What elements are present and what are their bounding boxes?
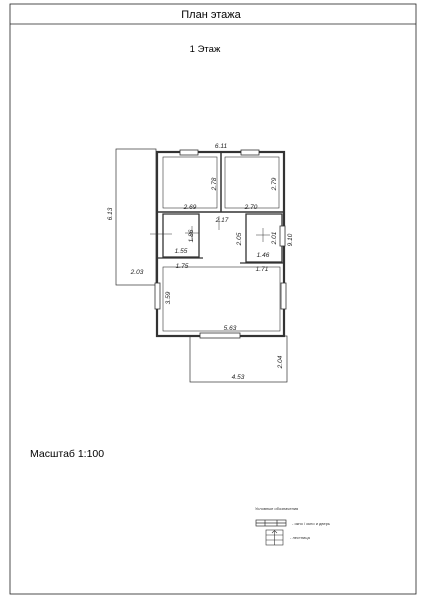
dim-left-height: 6.13 <box>107 207 114 220</box>
floor-label: 1 Этаж <box>190 44 221 55</box>
dim-room-tr-width: 2.70 <box>244 204 258 211</box>
legend-item-window: - окно / окно и дверь <box>292 521 330 526</box>
sheet-title: План этажа <box>181 9 241 21</box>
sheet-border <box>9 3 417 595</box>
dim-hall-right-width: 1.71 <box>256 266 269 273</box>
living-inner <box>162 266 281 332</box>
dim-terrace-width: 4.53 <box>232 374 245 381</box>
dim-living-width: 5.63 <box>224 325 237 332</box>
dimension-labels: 6.11 6.13 2.78 2.79 2.69 2.70 2.17 1.86 … <box>107 143 294 381</box>
window-bath <box>279 225 286 247</box>
dim-top-width: 6.11 <box>215 143 228 150</box>
dim-terrace-height: 2.04 <box>277 355 284 369</box>
dim-bath-width: 1.46 <box>257 252 270 259</box>
dim-room-tr-height: 2.79 <box>271 177 278 191</box>
window-left <box>154 282 161 310</box>
dim-room-tl-height: 2.78 <box>211 177 218 191</box>
dim-corridor-height: 2.05 <box>236 232 243 246</box>
legend: Условные обозначения - окно / окно и две… <box>255 506 330 546</box>
bath-walls <box>245 213 283 263</box>
bedroom-left-inner <box>162 156 218 209</box>
small-room-walls <box>162 213 200 258</box>
dim-living-height: 3.59 <box>165 291 172 304</box>
floor-plan <box>115 148 288 383</box>
window-top-right <box>240 149 260 156</box>
dim-small-room-height: 1.86 <box>188 229 195 242</box>
scale-label: Масштаб 1:100 <box>30 448 104 460</box>
legend-title: Условные обозначения <box>255 506 298 511</box>
legend-item-stairs: - лестница <box>290 535 311 540</box>
dim-hall-left-width: 1.75 <box>176 263 189 270</box>
dim-bath-height: 2.01 <box>271 231 278 245</box>
bedroom-right-inner <box>224 156 280 209</box>
dim-room-tl-width: 2.69 <box>183 204 197 211</box>
dim-small-room-width: 1.55 <box>175 248 188 255</box>
dim-porch-width: 2.03 <box>130 269 144 276</box>
porch-outline <box>115 148 157 286</box>
window-right <box>280 282 287 310</box>
door-terrace <box>199 332 241 339</box>
legend-stairs-symbol <box>265 529 284 546</box>
dim-corridor-width: 2.17 <box>215 217 229 224</box>
window-top-left <box>179 149 199 156</box>
legend-window-symbol <box>255 519 287 527</box>
dim-right-height: 9.10 <box>287 233 294 246</box>
